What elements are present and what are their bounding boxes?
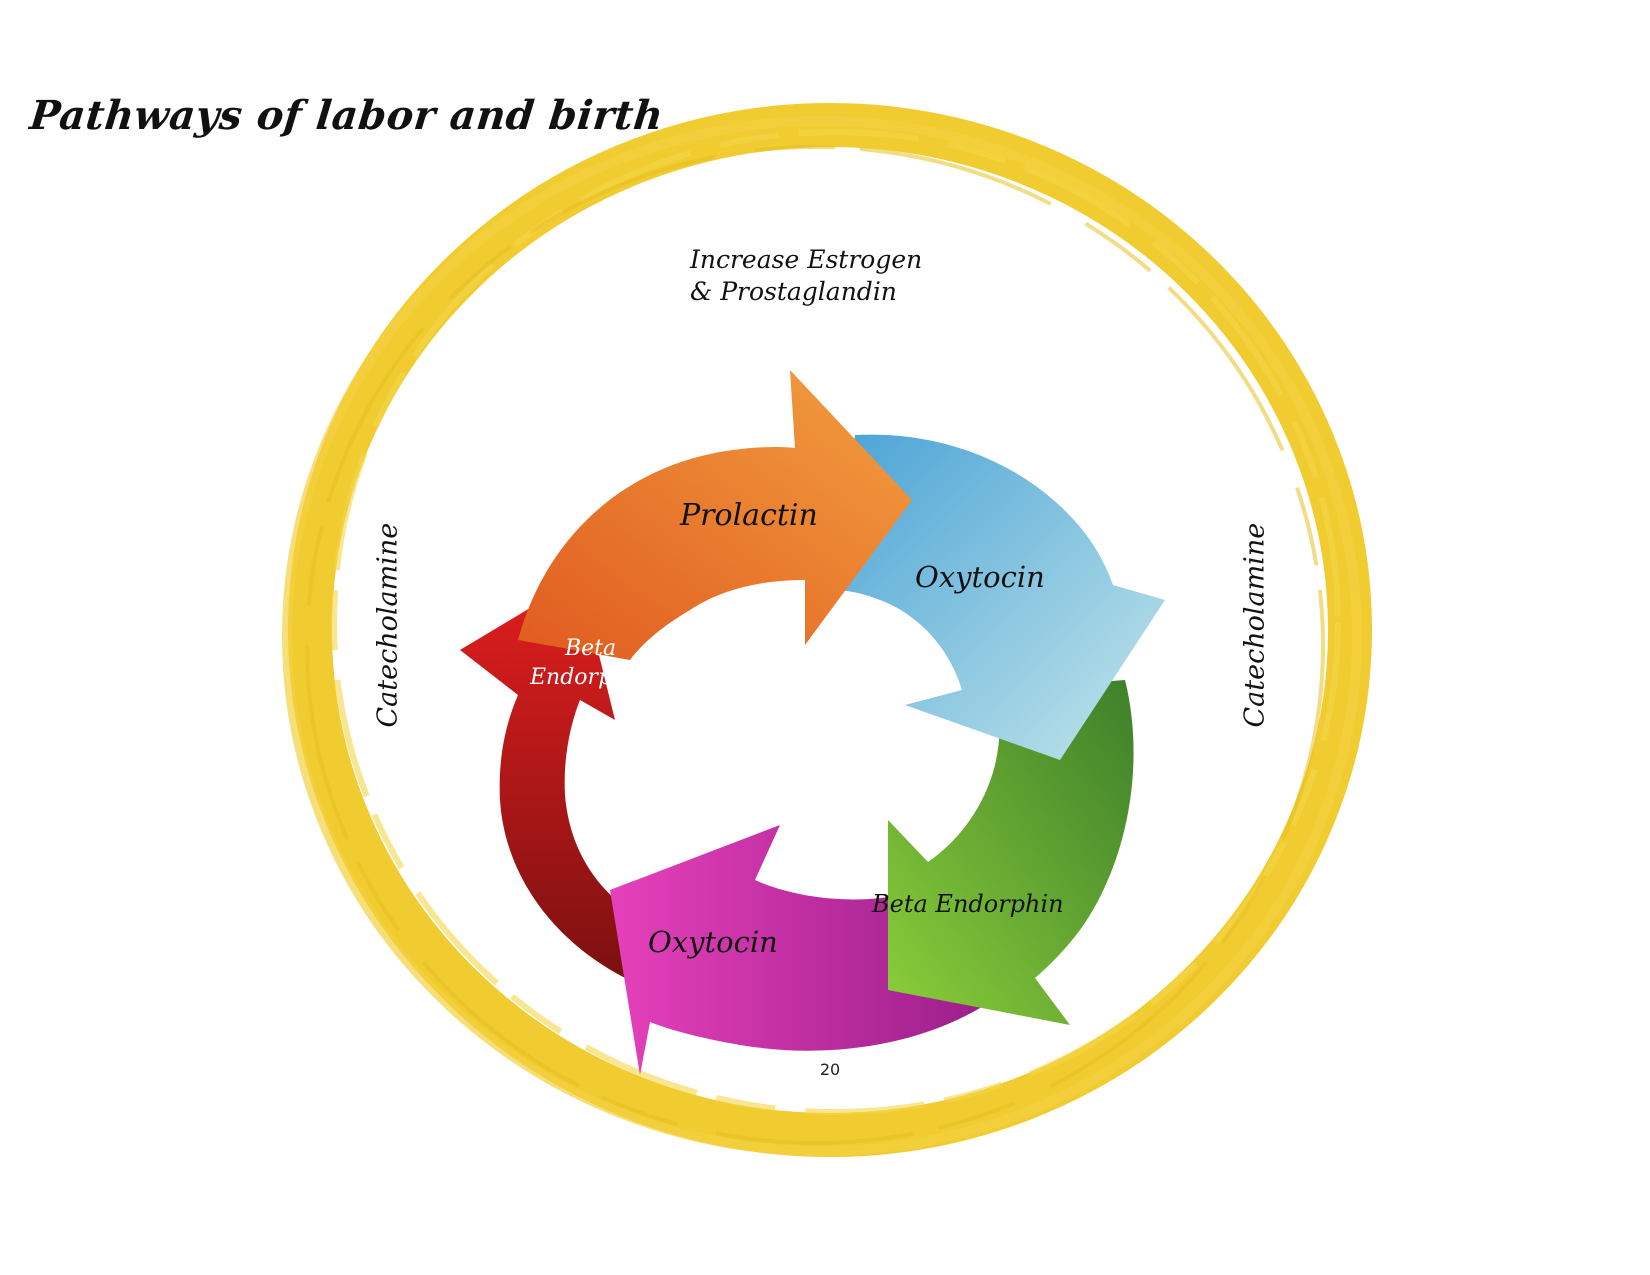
estrogen-prostaglandin-label: Increase Estrogen & Prostaglandin — [690, 244, 970, 308]
catecholamine-right-label: Catecholamine — [1239, 522, 1271, 728]
label-beta-endorphin-right: Beta Endorphin — [871, 890, 1064, 918]
label-beta: Beta — [564, 636, 616, 661]
yellow-brush-ring — [282, 103, 1372, 1157]
arrow-oxytocin-right — [830, 434, 1165, 760]
arrow-prolactin — [518, 370, 912, 660]
arrow-beta-endorphin-right — [888, 680, 1134, 1025]
label-endorphin: Endorphin — [529, 665, 648, 690]
catecholamine-left-label: Catecholamine — [372, 522, 404, 728]
page-number: 20 — [819, 1060, 841, 1079]
estrogen-label-line2: & Prostaglandin — [690, 277, 897, 306]
estrogen-label-line1: Increase Estrogen — [690, 245, 923, 274]
label-prolactin: Prolactin — [679, 498, 818, 533]
cycle-arrows — [460, 370, 1165, 1075]
arrow-beta-endorphin-left — [460, 578, 668, 985]
arrow-oxytocin-bottom — [610, 825, 985, 1075]
label-oxytocin-right: Oxytocin — [915, 560, 1045, 594]
label-oxytocin-bottom: Oxytocin — [648, 925, 778, 959]
